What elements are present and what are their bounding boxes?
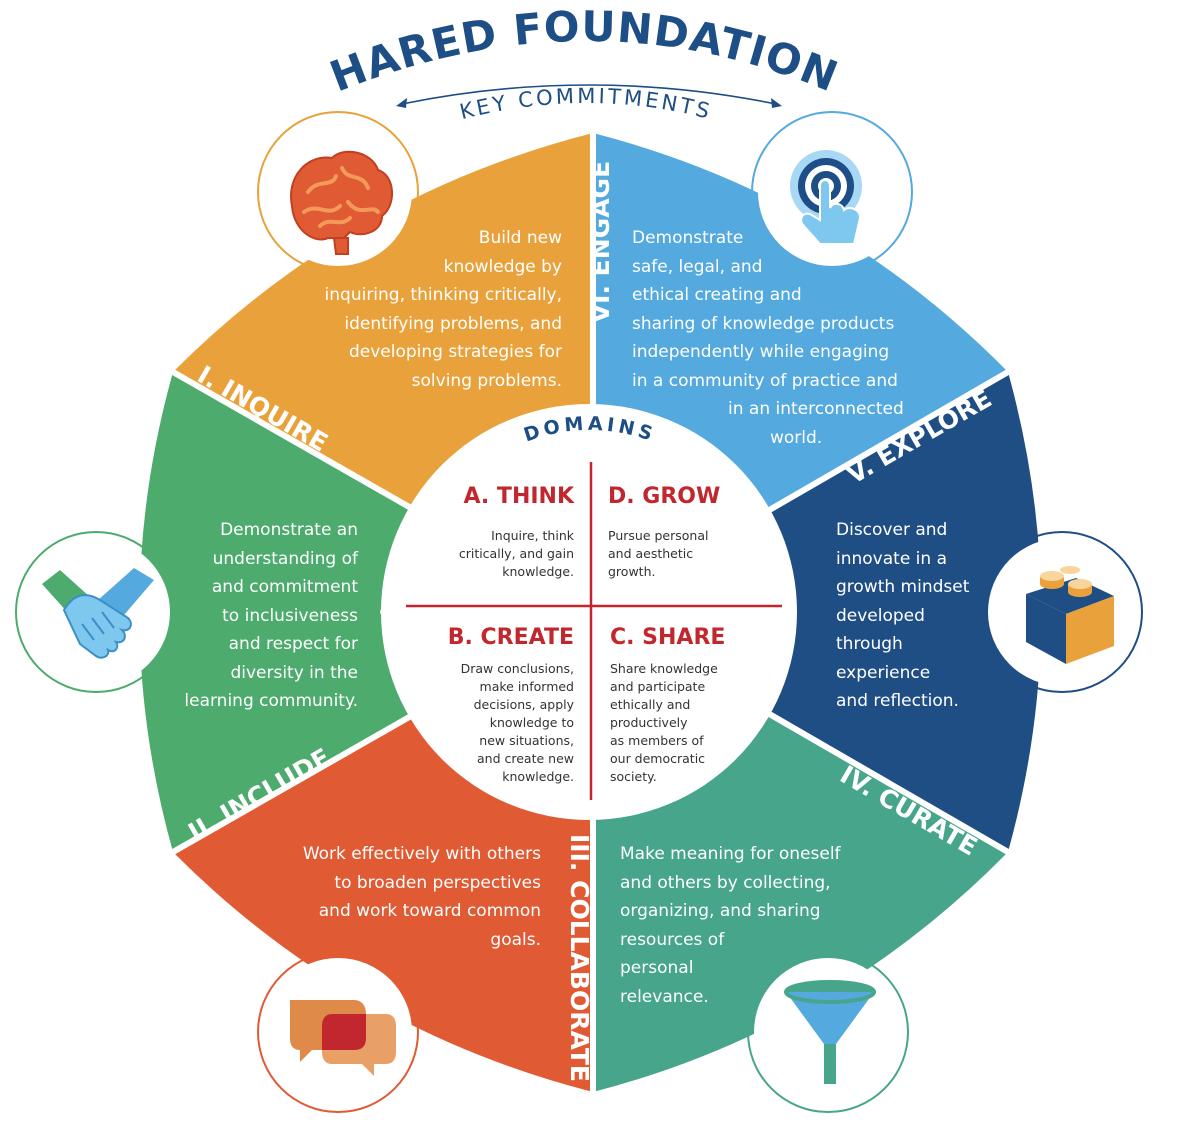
arc-arrow-left-head <box>396 98 407 108</box>
sector-explore <box>593 372 1042 852</box>
domain-think-text: Inquire, think critically, and gain know… <box>458 528 574 579</box>
domain-grow-title: D. GROW <box>608 484 721 509</box>
domain-create-title: B. CREATE <box>447 625 574 650</box>
handshake-icon <box>42 568 154 659</box>
main-title: SHARED FOUNDATIONS <box>0 0 845 101</box>
domain-grow-text: Pursue personal and aesthetic growth. <box>608 528 709 579</box>
building-block-icon <box>1026 566 1114 664</box>
curate-text: Make meaning for oneself and others by c… <box>620 844 841 1007</box>
inquire-text: Build new knowledge by inquiring, thinki… <box>324 228 562 391</box>
center-domains: DOMAINS <box>380 404 797 820</box>
engage-text: Demonstrate safe, legal, and ethical cre… <box>632 228 904 448</box>
arc-arrow-line <box>401 84 777 105</box>
arc-arrow-right-head <box>771 98 782 108</box>
sector-include <box>139 372 593 852</box>
domain-think-title: A. THINK <box>463 484 574 509</box>
speech-bubbles-icon <box>290 1000 396 1076</box>
collaborate-text: Work effectively with others to broaden … <box>302 844 541 950</box>
domain-share-text: Share knowledge and participate ethicall… <box>610 661 718 784</box>
domain-create-text: Draw conclusions, make informed decision… <box>460 661 574 784</box>
sector-label-engage: VI. ENGAGE <box>586 161 615 323</box>
explore-text: Discover and innovate in a growth mindse… <box>836 520 970 711</box>
sector-label-collaborate: III. COLLABORATE <box>565 834 594 1082</box>
funnel-icon <box>784 980 876 1084</box>
brain-icon <box>290 150 394 255</box>
domain-share-title: C. SHARE <box>610 625 726 650</box>
include-text: Demonstrate an understanding of and comm… <box>184 520 358 711</box>
touch-icon <box>790 150 862 245</box>
center-disc <box>381 404 797 820</box>
